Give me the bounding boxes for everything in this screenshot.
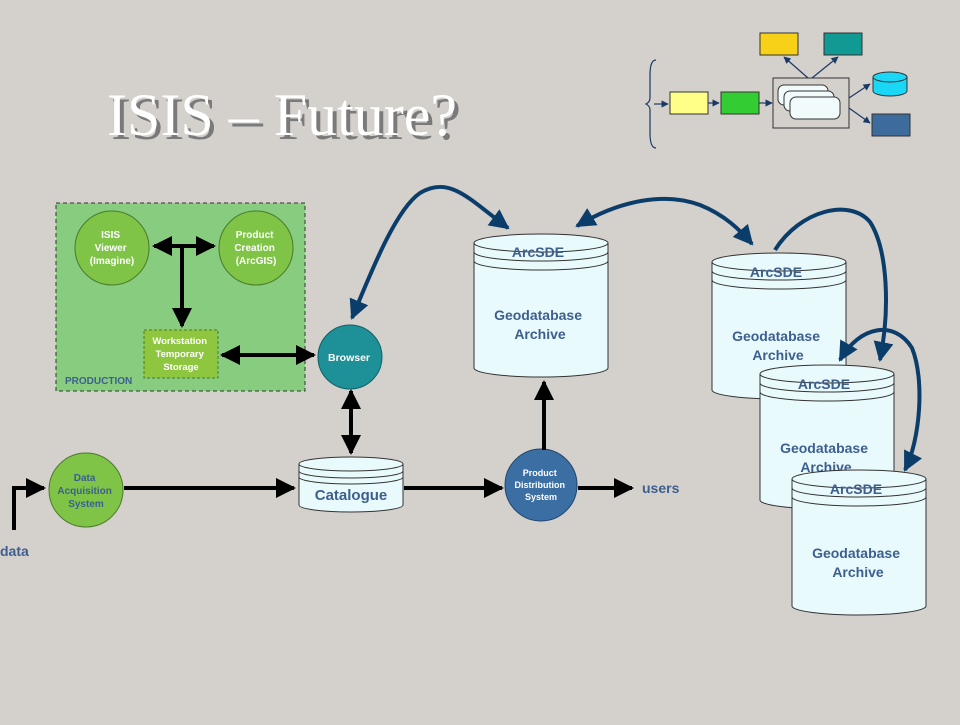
thumbnail-stack-page xyxy=(789,96,841,120)
production-area: PRODUCTION ISIS Viewer (Imagine) Product… xyxy=(55,202,306,392)
archive-cylinder-4 xyxy=(791,469,927,616)
data-acquisition-label: Data Acquisition System xyxy=(57,473,114,510)
data-input-arrow xyxy=(12,478,46,530)
thumbnail-box-teal xyxy=(823,32,863,56)
data-acquisition-node xyxy=(48,452,124,528)
slide-title-group: ISIS – Future? ISIS – Future? xyxy=(107,82,461,152)
archive-3-header: ArcSDE xyxy=(798,376,850,392)
users-label: users xyxy=(642,480,680,496)
thumbnail-box-navy xyxy=(871,113,911,137)
workstation-storage-label: Workstation Temporary Storage xyxy=(152,336,209,373)
replication-arrows xyxy=(349,185,922,472)
isis-viewer-label: ISIS Viewer (Imagine) xyxy=(90,230,134,267)
archive-1-header: ArcSDE xyxy=(512,244,564,260)
thumbnail-box-yellow xyxy=(759,32,799,56)
archive-1-to-2-curve xyxy=(575,196,754,246)
isis-viewer-node xyxy=(74,210,150,286)
thumbnail-arrow xyxy=(783,56,809,79)
thumbnail-arrow xyxy=(848,83,871,99)
slide-title: ISIS – Future? xyxy=(107,82,457,148)
thumbnail-box-process xyxy=(720,91,760,115)
archive-browser-curve xyxy=(349,185,510,320)
product-distribution-node xyxy=(504,448,578,522)
thumbnail-arrow xyxy=(848,107,871,124)
thumbnail-stack-frame xyxy=(772,77,850,129)
product-distribution-label: Product Distribution System xyxy=(514,468,567,502)
thumbnail-arrow xyxy=(811,56,839,79)
production-label: PRODUCTION xyxy=(65,376,132,387)
archive-4-body: Geodatabase Archive xyxy=(812,545,904,580)
catalogue-node xyxy=(298,456,404,513)
archive-2-body: Geodatabase Archive xyxy=(732,328,824,363)
archive-1-body: Geodatabase Archive xyxy=(494,307,586,342)
slide-title-shadow: ISIS – Future? xyxy=(111,86,461,152)
archive-2-to-3-curve-a xyxy=(773,207,894,362)
archive-4-header: ArcSDE xyxy=(830,481,882,497)
catalogue-label: Catalogue xyxy=(315,487,388,504)
product-creation-node xyxy=(218,210,294,286)
workstation-storage-box xyxy=(143,329,219,379)
overview-thumbnail xyxy=(644,32,911,149)
thumbnail-brace xyxy=(644,59,657,149)
product-creation-label: Product Creation (ArcGIS) xyxy=(234,230,277,267)
thumbnail-box-input xyxy=(669,91,709,115)
archive-3-to-4-curve xyxy=(838,327,922,472)
data-label: data xyxy=(0,543,29,559)
thumbnail-db-top xyxy=(872,71,908,83)
archive-2-header: ArcSDE xyxy=(750,264,802,280)
browser-label: Browser xyxy=(328,352,370,364)
